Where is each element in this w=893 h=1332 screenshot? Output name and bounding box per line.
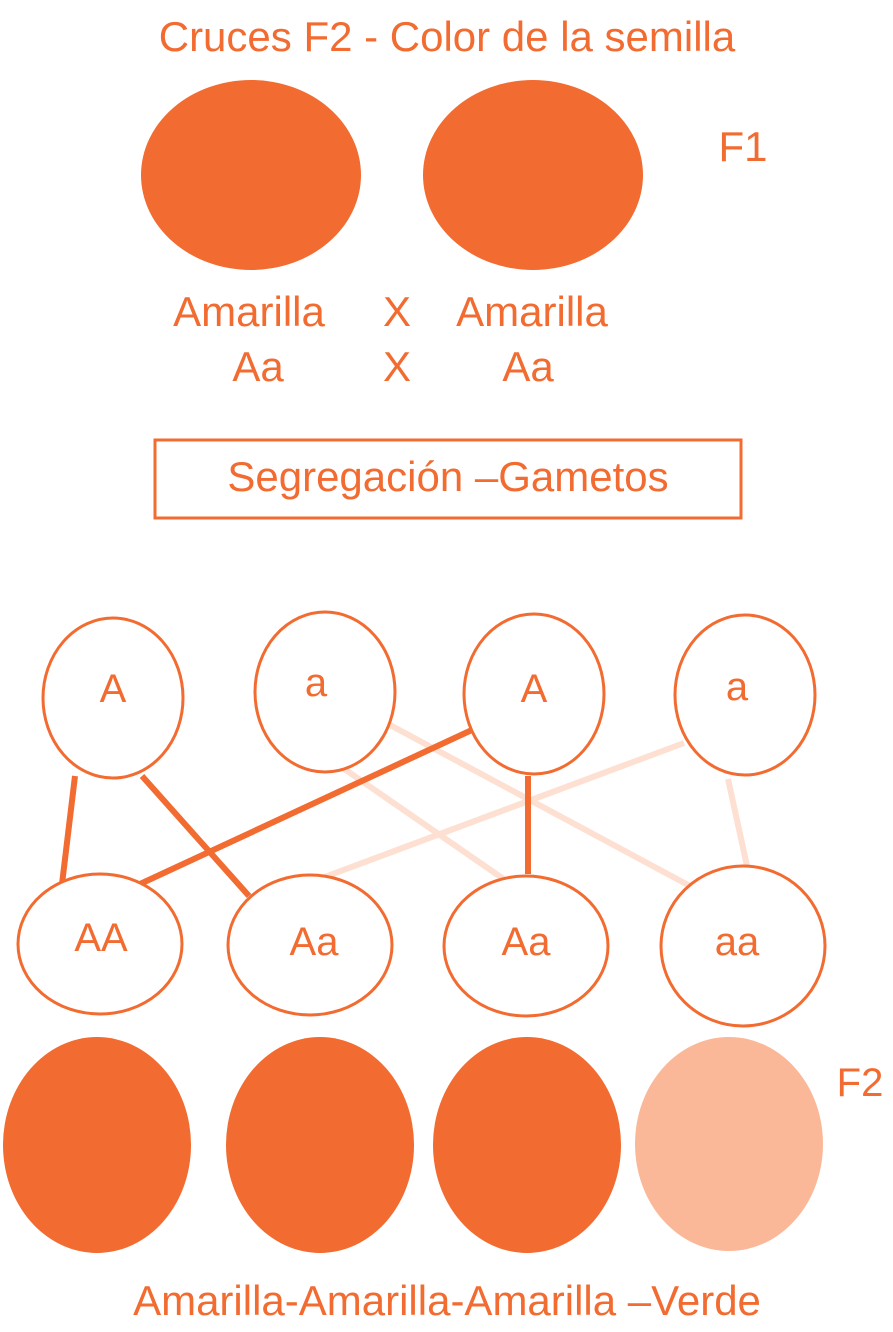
offspring-genotype-circle: [16, 872, 184, 1016]
f2-seed: [635, 1037, 823, 1251]
offspring-genotype-label: Aa: [502, 920, 552, 964]
gamete-connections: [59, 722, 750, 898]
gamete-circle: [253, 610, 397, 774]
offspring-genotypes-row: AA Aa Aa aa: [16, 864, 827, 1028]
f2-seed: [3, 1037, 191, 1253]
offspring-genotype-circle: [442, 874, 610, 1018]
segregation-box-label: Segregación –Gametos: [227, 453, 668, 500]
offspring-genotype-label: aa: [715, 920, 760, 964]
connection-line-A1-to-AA: [59, 775, 78, 885]
gamete-circle: [673, 613, 817, 777]
offspring-genotype-label: Aa: [290, 920, 340, 964]
offspring-genotype-circle: [659, 864, 827, 1028]
f2-seed: [226, 1037, 414, 1253]
f2-seed: [433, 1037, 621, 1253]
gametes-row: A a A a: [41, 610, 817, 780]
connection-line-a2-to-aa-second: [320, 740, 686, 881]
phenotype-summary: Amarilla-Amarilla-Amarilla –Verde: [133, 1277, 761, 1324]
gamete-label: a: [726, 665, 749, 709]
segregation-box: [153, 438, 743, 520]
connection-line-a1-to-aa-third: [338, 763, 507, 883]
connection-line-A2-to-AA: [138, 726, 476, 887]
cross-symbol-genotype: X: [383, 343, 411, 390]
gamete-label: A: [521, 667, 548, 711]
parent-seed-left: [141, 80, 361, 270]
generation-label-f2: F2: [837, 1061, 884, 1105]
diagram-title: Cruces F2 - Color de la semilla: [159, 13, 736, 60]
offspring-genotype-label: AA: [74, 916, 128, 960]
parent-left-genotype: Aa: [232, 343, 284, 390]
parent-right-genotype: Aa: [502, 343, 554, 390]
connection-line-a1-to-aa: [388, 722, 692, 889]
f2-seeds-row: [3, 1037, 823, 1253]
gamete-label: A: [100, 667, 127, 711]
cross-symbol-phenotype: X: [383, 288, 411, 335]
offspring-genotype-circle: [226, 873, 394, 1017]
connection-line-a2-to-aa-fourth: [725, 778, 750, 867]
parent-right-phenotype: Amarilla: [456, 288, 608, 335]
gamete-circle: [41, 616, 185, 780]
parent-seed-right: [423, 80, 643, 270]
gamete-circle: [462, 612, 606, 776]
connection-line-A1-to-Aa: [139, 774, 252, 898]
parent-left-phenotype: Amarilla: [173, 288, 325, 335]
generation-label-f1: F1: [718, 123, 767, 170]
gamete-label: a: [305, 661, 328, 705]
